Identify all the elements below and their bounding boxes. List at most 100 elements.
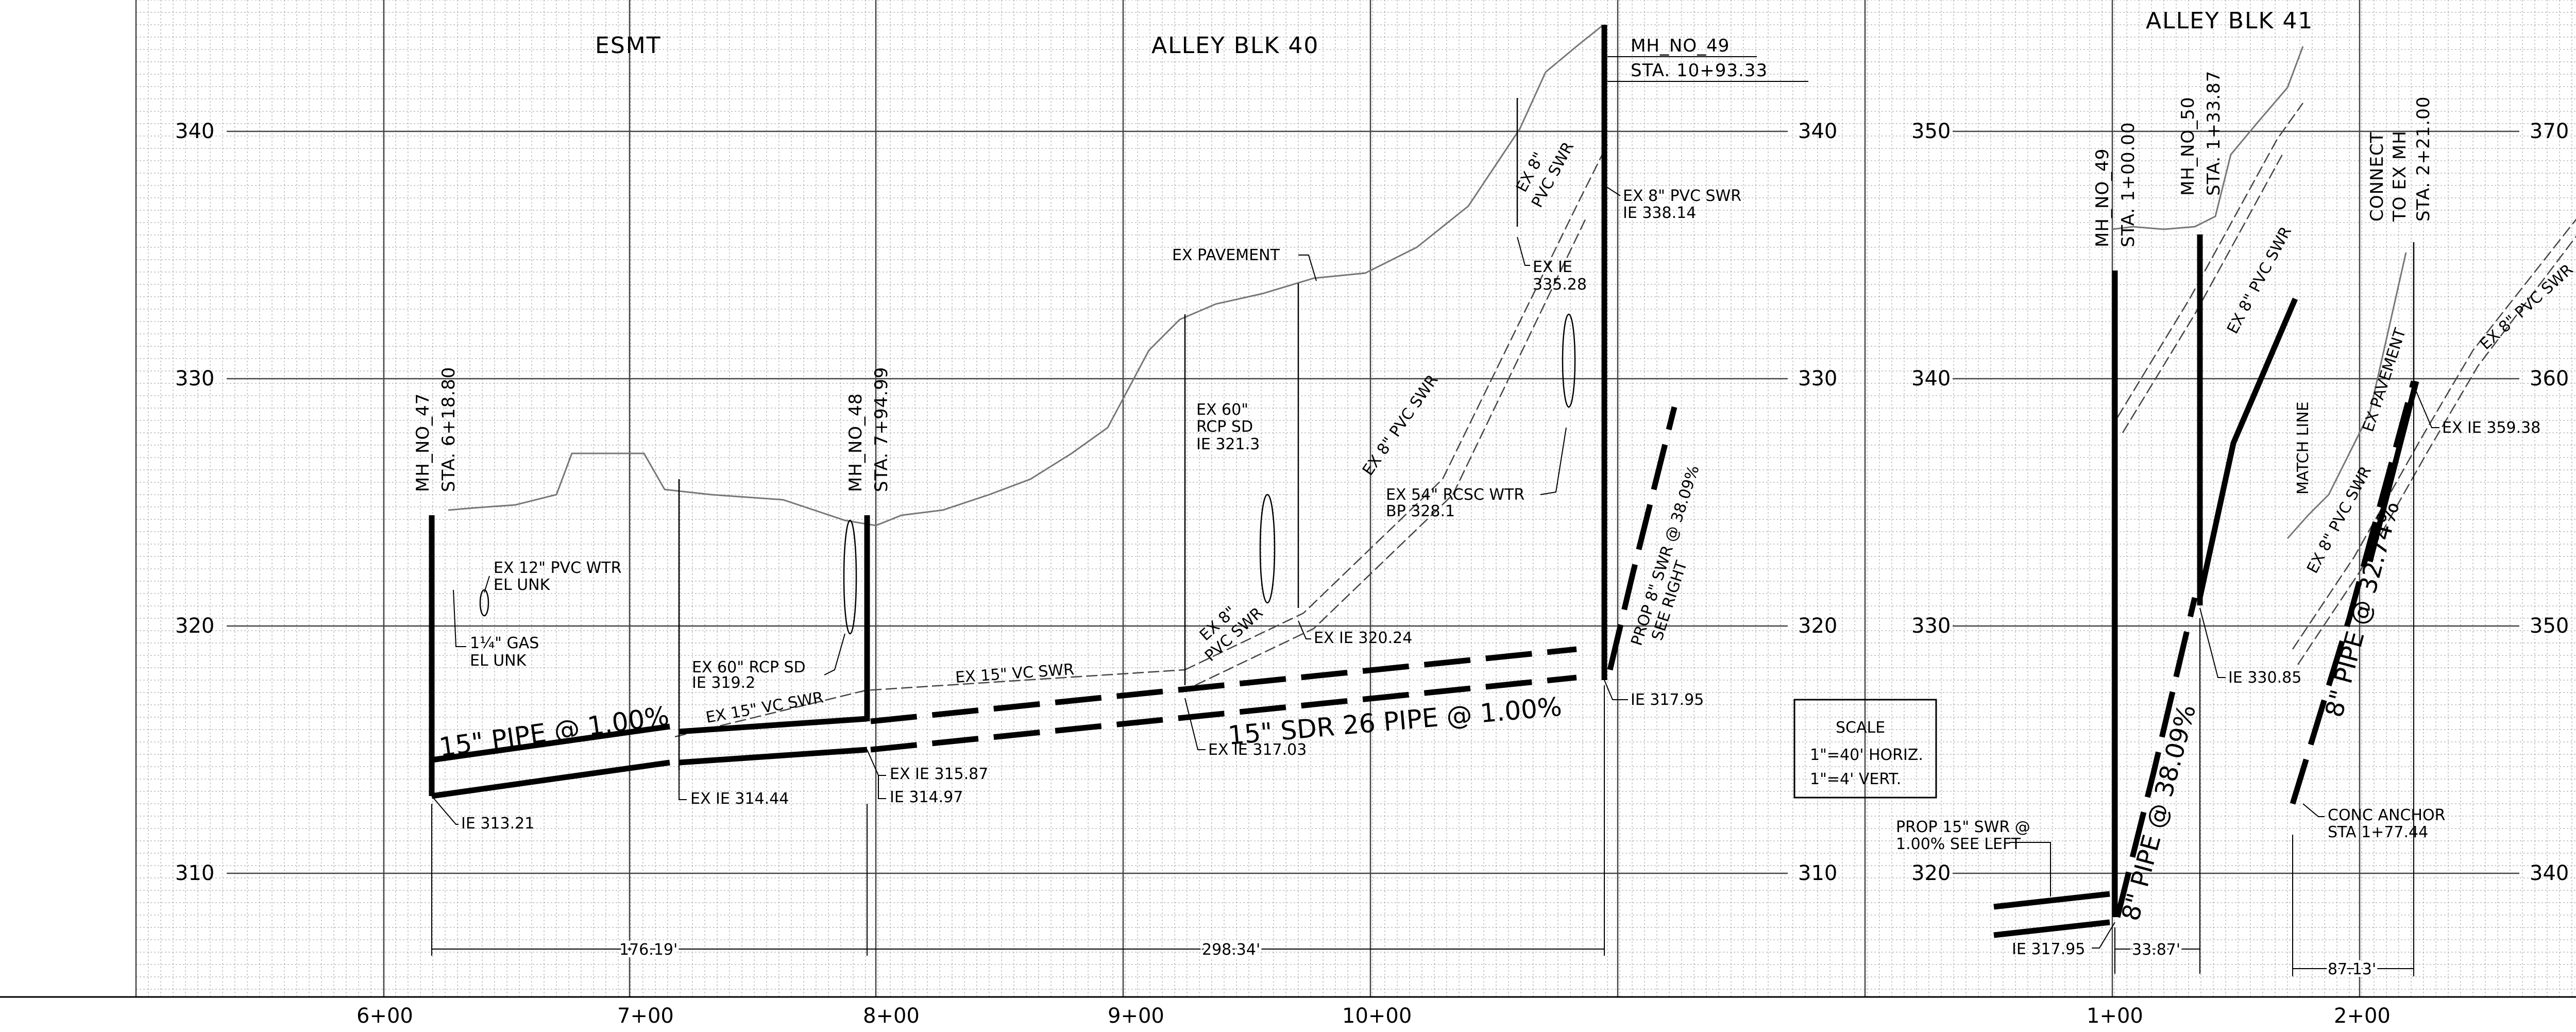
mh50-sta: STA. 1+33.87 bbox=[2204, 71, 2224, 196]
station-1-00: 1+00 bbox=[2087, 1004, 2143, 1028]
elev-mid2-320: 320 bbox=[1911, 861, 1951, 885]
label-ex-8-pvc-long: EX 8" PVC SWR bbox=[1359, 371, 1442, 479]
connect-label: CONNECT TO EX MH STA. 2+21.00 bbox=[2367, 96, 2434, 222]
elev-right-350: 350 bbox=[2530, 614, 2569, 638]
proposed-15-pipe-upper-2 bbox=[679, 716, 868, 735]
label-ex-ie-317-03: EX IE 317.03 bbox=[1208, 741, 1307, 759]
dim-87-13: 87.13' bbox=[2328, 960, 2376, 978]
label-ex-60-rcp-sd-left: EX 60" RCP SD bbox=[692, 658, 806, 676]
leader-ex-54 bbox=[1540, 427, 1567, 495]
label-ex-15-vc-2: EX 15" VC SWR bbox=[955, 661, 1075, 687]
elev-left-330: 330 bbox=[175, 367, 214, 391]
elev-right-360: 360 bbox=[2530, 367, 2569, 391]
label-ex-60-mid-2: RCP SD bbox=[1196, 418, 1253, 436]
mh49-name: MH_NO_49 bbox=[1631, 36, 1730, 56]
elev-mid-340: 340 bbox=[1798, 120, 1837, 143]
label-ex-12-el-unk: EL UNK bbox=[494, 576, 551, 594]
label-ie-317-95: IE 317.95 bbox=[1631, 691, 1704, 709]
label-ex-8-right-1: EX 8" PVC SWR bbox=[1623, 187, 1741, 205]
ex-8-pvc-swr-right-3 bbox=[2292, 218, 2576, 650]
label-ex-ie-1: EX IE bbox=[1533, 258, 1572, 276]
leader-ex-8-right bbox=[1604, 185, 1621, 196]
label-ex-8-pvc-r3: EX 8" PVC SWR bbox=[2477, 261, 2576, 353]
connect-line1: CONNECT bbox=[2367, 132, 2387, 222]
label-ex-60-mid-1: EX 60" bbox=[1196, 401, 1248, 419]
label-ie-317-95b: IE 317.95 bbox=[2012, 940, 2085, 958]
label-gas: 1¼" GAS bbox=[470, 634, 539, 652]
station-7-00: 7+00 bbox=[617, 1004, 674, 1028]
scale-box-frame bbox=[1793, 699, 1937, 799]
leader-gas bbox=[453, 589, 466, 647]
leader-ex-ie-320-24 bbox=[1298, 620, 1311, 639]
mh49b-label: MH_NO_49 STA. 1+00.00 bbox=[2092, 122, 2139, 247]
station-6-00: 6+00 bbox=[357, 1004, 413, 1028]
leader-ex-pavement bbox=[1298, 255, 1317, 281]
station-2-00: 2+00 bbox=[2334, 1004, 2391, 1028]
leader-ie-317-95b bbox=[2092, 922, 2115, 949]
label-ie-313-21: IE 313.21 bbox=[461, 815, 534, 833]
mh49b-name: MH_NO_49 bbox=[2092, 148, 2113, 247]
mh50-name: MH_NO_50 bbox=[2178, 97, 2198, 196]
proposed-15-pipe-lower bbox=[431, 759, 670, 799]
station-10-00: 10+00 bbox=[1342, 1004, 1412, 1028]
leader-prop-15 bbox=[2009, 842, 2051, 896]
ex-8-pvc-swr-right-4 bbox=[2297, 235, 2576, 665]
leader-ex-60-left bbox=[824, 633, 845, 675]
proposed-15-pipe-lower-2 bbox=[679, 747, 868, 766]
connect-line2: TO EX MH bbox=[2389, 130, 2410, 222]
proposed-8-pipe-38-left bbox=[1607, 406, 1677, 671]
ex-8-pvc-swr-right-1 bbox=[2116, 103, 2304, 418]
dim-33-87: 33.87' bbox=[2132, 941, 2180, 959]
ex-8-pvc-sewer-rise-b bbox=[1195, 216, 1588, 686]
leader-ex-ie-359-38 bbox=[2416, 391, 2439, 428]
elev-mid-350: 350 bbox=[1911, 120, 1951, 143]
scale-title: SCALE bbox=[1836, 719, 1885, 737]
scale-horiz: 1"=40' HORIZ. bbox=[1810, 746, 1923, 764]
mh47-label: MH_NO_47 STA. 6+18.80 bbox=[413, 367, 459, 492]
ex-8-pvc-sewer-rise bbox=[1184, 144, 1608, 671]
proposed-8-pipe-38-right bbox=[2114, 597, 2198, 918]
label-ex-ie-320-24: EX IE 320.24 bbox=[1314, 629, 1412, 647]
label-ex-54-bp: BP 328.1 bbox=[1386, 502, 1455, 520]
label-ex-60-ie-left: IE 319.2 bbox=[692, 674, 755, 692]
elev-left-310: 310 bbox=[175, 861, 214, 885]
station-labels: 6+00 7+00 8+00 9+00 10+00 1+00 2+00 bbox=[357, 1004, 2391, 1028]
label-prop-15-see-left: 1.00% SEE LEFT bbox=[1896, 835, 2021, 853]
proposed-15-left-stub-lower bbox=[1993, 919, 2110, 938]
label-conc-anchor-sta: STA 1+77.44 bbox=[2328, 823, 2428, 841]
mh48-sta: STA. 7+94.99 bbox=[871, 367, 892, 492]
existing-ground-right bbox=[2112, 46, 2304, 230]
label-ex-ie-315-87: EX IE 315.87 bbox=[890, 765, 988, 783]
label-ex-12-pvc-wtr: EX 12" PVC WTR bbox=[494, 559, 621, 577]
elevation-labels-left: 340 330 320 310 bbox=[175, 120, 214, 885]
dim-298-34: 298.34' bbox=[1202, 941, 1260, 959]
elev-mid2-330: 330 bbox=[1911, 614, 1951, 638]
leader-ie-313-21 bbox=[431, 796, 459, 825]
ex-60-rcp-ellipse bbox=[1259, 494, 1276, 604]
label-ex-ie-359-38: EX IE 359.38 bbox=[2442, 419, 2540, 437]
label-conc-anchor: CONC ANCHOR bbox=[2328, 806, 2445, 824]
elev-left-340: 340 bbox=[175, 120, 214, 143]
elev-mid-320: 320 bbox=[1798, 614, 1837, 638]
proposed-15-pipe-upper bbox=[431, 723, 670, 763]
scale-vert: 1"=4' VERT. bbox=[1810, 770, 1901, 788]
station-9-00: 9+00 bbox=[1108, 1004, 1164, 1028]
elev-mid2-340: 340 bbox=[1911, 367, 1951, 391]
header-esmt: ESMT bbox=[595, 32, 662, 59]
ex-54-rcsc-ellipse bbox=[1562, 313, 1576, 408]
proposed-sdr-pipe-lower bbox=[870, 674, 1577, 753]
elevation-labels-mid-right: 350 340 330 320 bbox=[1911, 120, 1951, 885]
proposed-15-left-stub-upper bbox=[1993, 891, 2110, 910]
dimension-lines: 176.19' 298.34' 33.87' 87.13' bbox=[431, 392, 2414, 981]
label-prop-15-swr: PROP 15" SWR @ bbox=[1896, 818, 2030, 836]
elev-right-370: 370 bbox=[2530, 120, 2569, 143]
mh48-label: MH_NO_48 STA. 7+94.99 bbox=[845, 367, 892, 492]
mh48-name: MH_NO_48 bbox=[845, 393, 866, 492]
elev-right-340: 340 bbox=[2530, 861, 2569, 885]
dim-176-19: 176.19' bbox=[619, 941, 677, 959]
label-ex-ie-2: 335.28 bbox=[1533, 276, 1587, 294]
mh49-sta: STA. 10+93.33 bbox=[1631, 60, 1768, 81]
mh47-sta: STA. 6+18.80 bbox=[438, 367, 459, 492]
scale-box: SCALE 1"=40' HORIZ. 1"=4' VERT. bbox=[1793, 699, 1937, 799]
